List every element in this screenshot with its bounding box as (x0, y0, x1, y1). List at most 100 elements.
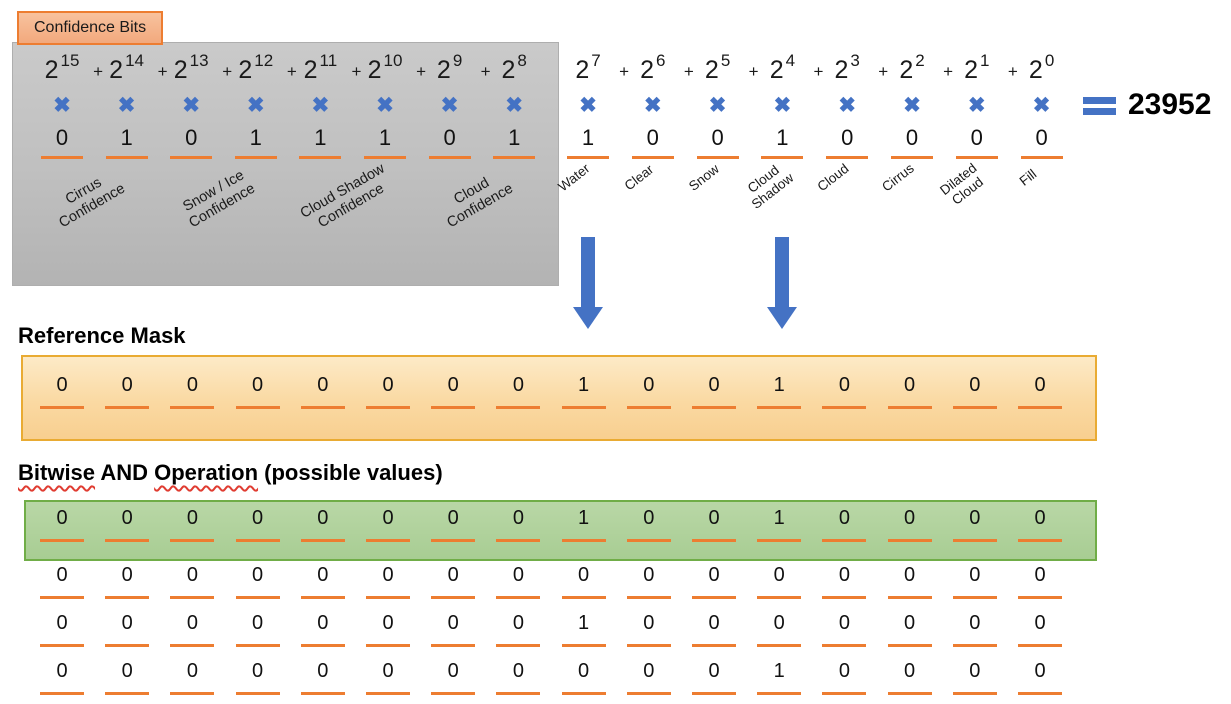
and-bit-underline (170, 539, 215, 542)
power-base: 2 (704, 56, 719, 84)
bit-underline (891, 156, 933, 159)
and-row-bit: 0 (291, 505, 355, 542)
and-bit-value: 0 (512, 564, 524, 586)
and-bit-value: 0 (838, 564, 850, 586)
heading-word-operation: Operation (154, 460, 259, 485)
and-bit-value: 0 (121, 612, 133, 634)
and-bit-value: 0 (382, 612, 394, 634)
and-row-bit: 0 (617, 658, 681, 695)
bit-value: 0 (443, 125, 456, 150)
and-row-bit: 0 (552, 562, 616, 599)
power-exponent: 8 (517, 51, 527, 70)
power-base: 2 (964, 56, 979, 84)
power-exponent: 15 (60, 51, 80, 70)
and-bit-value: 0 (447, 564, 459, 586)
plus-sign: + (222, 62, 233, 81)
and-bit-underline (105, 644, 150, 647)
and-bit-value: 0 (447, 612, 459, 634)
reference-mask-bit: 0 (878, 372, 942, 409)
bit-value: 0 (55, 125, 69, 150)
and-row-bit: 0 (682, 658, 746, 695)
and-bit-underline (496, 644, 541, 647)
mask-bit-underline (235, 406, 280, 409)
and-bit-value: 0 (317, 564, 329, 586)
and-bit-underline (757, 539, 802, 542)
mask-bit-value: 0 (447, 374, 459, 396)
and-bit-underline (952, 692, 997, 695)
power-base: 2 (1028, 56, 1043, 84)
mask-bit-value: 0 (904, 374, 916, 396)
bit-value: 1 (249, 125, 262, 150)
and-bit-underline (431, 539, 476, 542)
and-bit-value: 0 (838, 507, 850, 529)
and-row-bit: 0 (617, 505, 681, 542)
and-bit-value: 0 (708, 612, 720, 634)
flag-label: Dilated Cloud (936, 160, 986, 208)
and-row-bit: 0 (943, 562, 1007, 599)
and-bit-value: 0 (56, 612, 68, 634)
multiply-icon: ✖ (967, 94, 986, 117)
and-row-bit: 0 (356, 562, 420, 599)
plus-sign: + (351, 62, 362, 81)
and-bit-underline (822, 596, 867, 599)
and-row-bit: 0 (486, 505, 550, 542)
down-arrow-head (573, 307, 603, 329)
power-exponent: 9 (452, 51, 463, 70)
bit-underline (567, 156, 609, 159)
bit-underline (761, 156, 804, 159)
and-bit-underline (822, 539, 867, 542)
and-bit-value: 0 (252, 564, 264, 586)
and-row-bit: 0 (552, 658, 616, 695)
bit-value: 0 (970, 125, 983, 150)
plus-sign: + (748, 62, 759, 81)
and-bit-value: 0 (969, 660, 981, 682)
reference-mask-bit: 0 (486, 372, 550, 409)
and-bit-value: 0 (56, 564, 68, 586)
bit-underline (364, 156, 406, 159)
mask-bit-underline (692, 406, 736, 409)
and-bit-underline (561, 539, 606, 542)
power-base: 2 (109, 56, 124, 84)
and-row-bit: 0 (421, 610, 485, 647)
mask-bit-value: 0 (121, 374, 133, 396)
reference-mask-bit: 1 (552, 372, 616, 409)
and-bit-underline (887, 692, 932, 695)
plus-sign: + (416, 62, 426, 81)
multiply-icon: ✖ (1032, 94, 1051, 117)
multiply-icon: ✖ (579, 94, 597, 117)
and-bit-underline (40, 596, 84, 599)
and-row-bit: 0 (878, 505, 942, 542)
and-bit-underline (692, 539, 736, 542)
and-bit-underline (300, 644, 345, 647)
reference-mask-bit: 0 (812, 372, 876, 409)
and-bit-value: 0 (578, 660, 590, 682)
and-bit-value: 0 (382, 507, 394, 529)
mask-bit-underline (366, 406, 410, 409)
and-bit-underline (822, 692, 867, 695)
and-bit-value: 0 (969, 612, 981, 634)
multiply-icon: ✖ (117, 94, 136, 117)
mask-bit-value: 0 (382, 374, 394, 396)
and-bit-underline (887, 539, 932, 542)
reference-mask-bit: 0 (356, 372, 420, 409)
power-base: 2 (899, 56, 914, 84)
and-bit-underline (366, 644, 410, 647)
and-row-bit: 0 (812, 610, 876, 647)
and-row-bit: 0 (160, 658, 224, 695)
mask-bit-value: 0 (317, 374, 329, 396)
and-bit-value: 0 (186, 660, 198, 682)
bit-underline (428, 156, 471, 159)
and-row-bit: 0 (421, 658, 485, 695)
reference-mask-bit: 0 (30, 372, 94, 409)
and-row-bit: 0 (747, 610, 811, 647)
